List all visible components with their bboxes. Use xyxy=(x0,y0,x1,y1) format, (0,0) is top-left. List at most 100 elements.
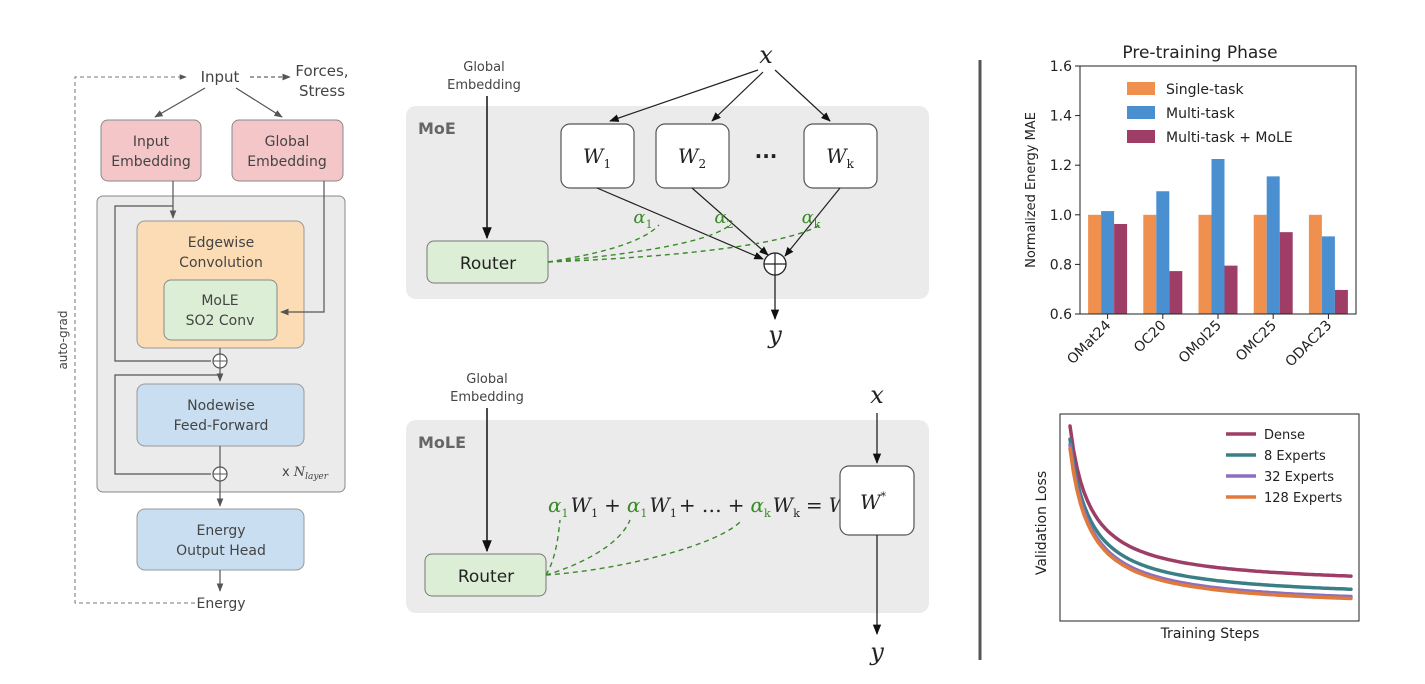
line-legend-label: 32 Experts xyxy=(1264,470,1334,485)
output-head-label-1: Energy xyxy=(196,523,245,539)
moe-alpha-k-sub: k xyxy=(814,218,821,231)
output-head-label-2: Output Head xyxy=(176,543,266,559)
bar-y-axis: 0.60.81.01.21.41.6 xyxy=(1050,59,1080,323)
eq-alpha-k: α xyxy=(750,493,764,517)
bar-xtick-label: OMat24 xyxy=(1064,317,1114,367)
bar xyxy=(1156,191,1170,314)
moe-global-embed-1: Global xyxy=(463,60,504,75)
eq-w-k: W xyxy=(773,493,795,517)
bar-chart-title: Pre-training Phase xyxy=(1122,43,1277,63)
bar-xtick-label: ODAC23 xyxy=(1283,318,1336,371)
bar-ytick-label: 1.6 xyxy=(1050,59,1072,75)
moe-wk-to-sum xyxy=(784,187,841,257)
bar xyxy=(1279,232,1293,314)
mole-conv-label-1: MoLE xyxy=(201,293,238,309)
global-embedding-box xyxy=(231,119,344,182)
moe-expert-w1-sub: 1 xyxy=(603,157,611,171)
moe-alpha-2-sub: 2 xyxy=(727,218,734,231)
bar-xtick-label: OMC25 xyxy=(1233,318,1280,365)
eq-alpha-k-sub: k xyxy=(764,507,771,520)
forces-label-2: Stress xyxy=(299,82,345,100)
input-embedding-label-1: Input xyxy=(133,134,170,150)
input-to-input-embed-arrow xyxy=(154,87,206,118)
bar-chart-ylabel: Normalized Energy MAE xyxy=(1024,112,1039,268)
bar-chart: Pre-training Phase Normalized Energy MAE… xyxy=(1024,43,1357,370)
moe-expert-w1-label: W1 xyxy=(583,144,611,171)
line-series xyxy=(1068,424,1353,601)
energy-label: Energy xyxy=(196,596,245,612)
mole-gate-2 xyxy=(545,519,631,576)
energy-output-head-box xyxy=(136,508,305,571)
bar xyxy=(1308,214,1322,314)
eq-w-1: W xyxy=(571,493,593,517)
bar xyxy=(1143,214,1157,314)
add-node-2-plus xyxy=(213,467,227,481)
eq-equals: = xyxy=(806,493,823,517)
eq-ellipsis: … xyxy=(702,493,722,517)
eq-plus-1: + xyxy=(604,493,621,517)
bar-series xyxy=(1088,159,1348,314)
bar-ytick-label: 1.2 xyxy=(1050,158,1072,174)
mole-conv-label-2: SO2 Conv xyxy=(186,313,255,329)
moe-expert-w2-base: W xyxy=(678,144,700,168)
line-legend-label: 8 Experts xyxy=(1264,449,1326,464)
bar xyxy=(1114,223,1128,314)
moe-panel-label: MoE xyxy=(418,119,456,138)
moe-output-y: y xyxy=(767,321,782,349)
moe-alpha-k-base: α xyxy=(802,207,814,228)
bar-plot-frame xyxy=(1079,65,1357,315)
moe-alpha-1-sub: 1 xyxy=(646,218,653,231)
global-embedding-label-2: Embedding xyxy=(247,154,326,170)
eq-alpha-2: α xyxy=(627,493,641,517)
line-legend-label: 128 Experts xyxy=(1264,491,1343,506)
bar xyxy=(1169,271,1183,314)
nodewise-label-1: Nodewise xyxy=(187,398,255,414)
eq-plus-3: + xyxy=(728,493,745,517)
moe-x-to-wk xyxy=(774,69,831,122)
moe-x-to-w2 xyxy=(711,71,764,122)
loss-curve xyxy=(1068,442,1353,599)
bar-legend-label: Single-task xyxy=(1166,82,1244,98)
global-to-mole-arrow xyxy=(280,181,325,316)
bar-xtick-label: OMol25 xyxy=(1176,318,1225,367)
mole-gate-k xyxy=(545,519,743,576)
input-to-global-embed-arrow xyxy=(235,87,283,118)
bar-ytick-label: 0.6 xyxy=(1050,307,1072,323)
mole-input-x: x xyxy=(870,381,884,409)
merged-weight-sup: * xyxy=(881,490,887,503)
residual-1 xyxy=(114,205,211,362)
line-chart-ylabel: Validation Loss xyxy=(1034,471,1050,575)
moe-expert-w2-sub: 2 xyxy=(698,157,706,171)
mole-router-label: Router xyxy=(458,567,514,587)
layer-sub: layer xyxy=(305,472,329,482)
bar xyxy=(1101,211,1115,314)
mole-merged-weight-label: W* xyxy=(860,490,887,514)
layer-var: N xyxy=(293,465,306,480)
bar-xtick-label: OC20 xyxy=(1131,318,1170,357)
loss-curve xyxy=(1068,424,1353,578)
input-embedding-label-2: Embedding xyxy=(111,154,190,170)
moe-alpha-2: α2 xyxy=(714,207,733,231)
moe-global-embed-2: Embedding xyxy=(447,78,521,93)
bar-legend-swatch xyxy=(1127,82,1155,95)
moe-expert-w2-label: W2 xyxy=(678,144,706,171)
moe-diagram: MoE Global Embedding x W1 W2 ··· Wk α1 α… xyxy=(406,41,929,349)
mole-global-embed-2: Embedding xyxy=(450,390,524,405)
moe-expert-wk-label: Wk xyxy=(826,144,855,171)
mole-global-embed-1: Global xyxy=(466,372,507,387)
add-node-1-plus xyxy=(213,354,227,368)
eq-w-2-sub: 1 xyxy=(670,507,677,520)
bar xyxy=(1211,159,1225,314)
bar-ytick-label: 1.4 xyxy=(1050,109,1072,125)
moe-alpha-k: αk xyxy=(802,207,821,231)
nodewise-label-2: Feed-Forward xyxy=(174,418,269,434)
bar-legend-label: Multi-task xyxy=(1166,106,1236,122)
forces-label-1: Forces, xyxy=(295,62,348,80)
moe-w1-to-sum xyxy=(596,187,764,260)
bar xyxy=(1253,214,1267,314)
bar-legend-swatch xyxy=(1127,106,1155,119)
nodewise-ff-box xyxy=(136,383,305,447)
